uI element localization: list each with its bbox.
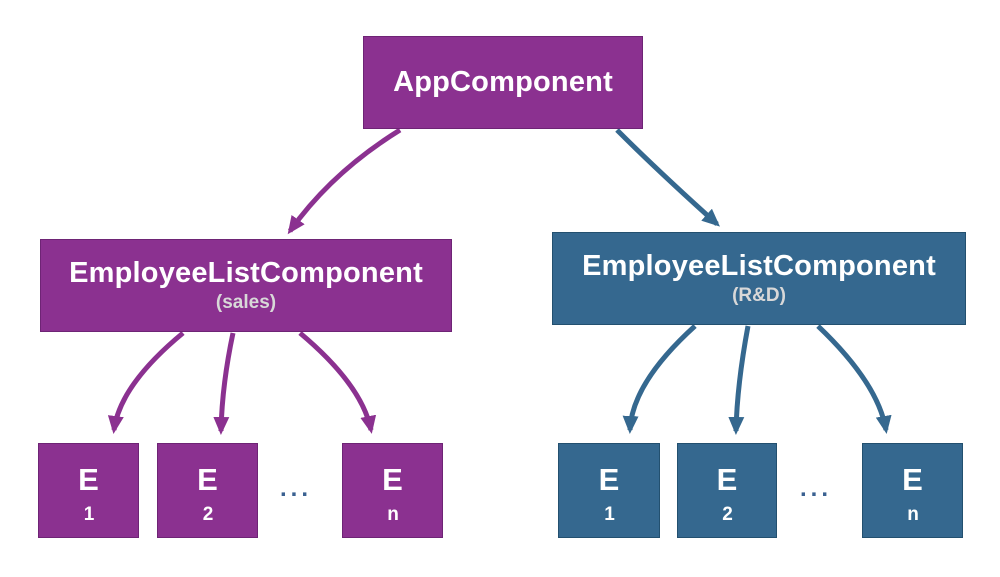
leaf-label: E (382, 461, 403, 497)
ellipsis-rnd: ... (799, 475, 832, 502)
leaf-subscript: n (387, 504, 399, 526)
arrow-sales-to-e1 (107, 331, 185, 434)
ellipsis-sales: ... (279, 475, 312, 502)
node-title: EmployeeListComponent (69, 256, 423, 289)
node-employee-list-rnd: EmployeeListComponent (R&D) (552, 232, 966, 325)
arrow-app-to-sales (287, 127, 402, 235)
leaf-subscript: 2 (722, 504, 733, 526)
leaf-label: E (197, 461, 218, 497)
leaf-label: E (716, 461, 738, 497)
node-title: EmployeeListComponent (582, 249, 936, 282)
node-employee-list-sales: EmployeeListComponent (sales) (40, 239, 452, 332)
leaf-subscript: 1 (604, 504, 615, 526)
arrow-app-to-rnd (615, 128, 720, 227)
leaf-label: E (78, 461, 99, 497)
arrow-rnd-to-en (816, 324, 892, 434)
node-subtitle: (R&D) (732, 285, 786, 307)
arrow-rnd-to-e2 (728, 325, 751, 435)
leaf-subscript: n (907, 504, 919, 526)
node-app-component: AppComponent (363, 36, 643, 129)
node-title: AppComponent (393, 65, 613, 98)
leaf-label: E (902, 461, 923, 497)
arrow-sales-to-e2 (213, 332, 236, 435)
arrow-rnd-to-e1 (622, 324, 697, 434)
leaf-subscript: 2 (202, 504, 214, 526)
leaf-label: E (598, 461, 620, 497)
arrow-sales-to-en (298, 331, 377, 434)
node-subtitle: (sales) (215, 292, 277, 314)
leaf-subscript: 1 (83, 504, 95, 526)
